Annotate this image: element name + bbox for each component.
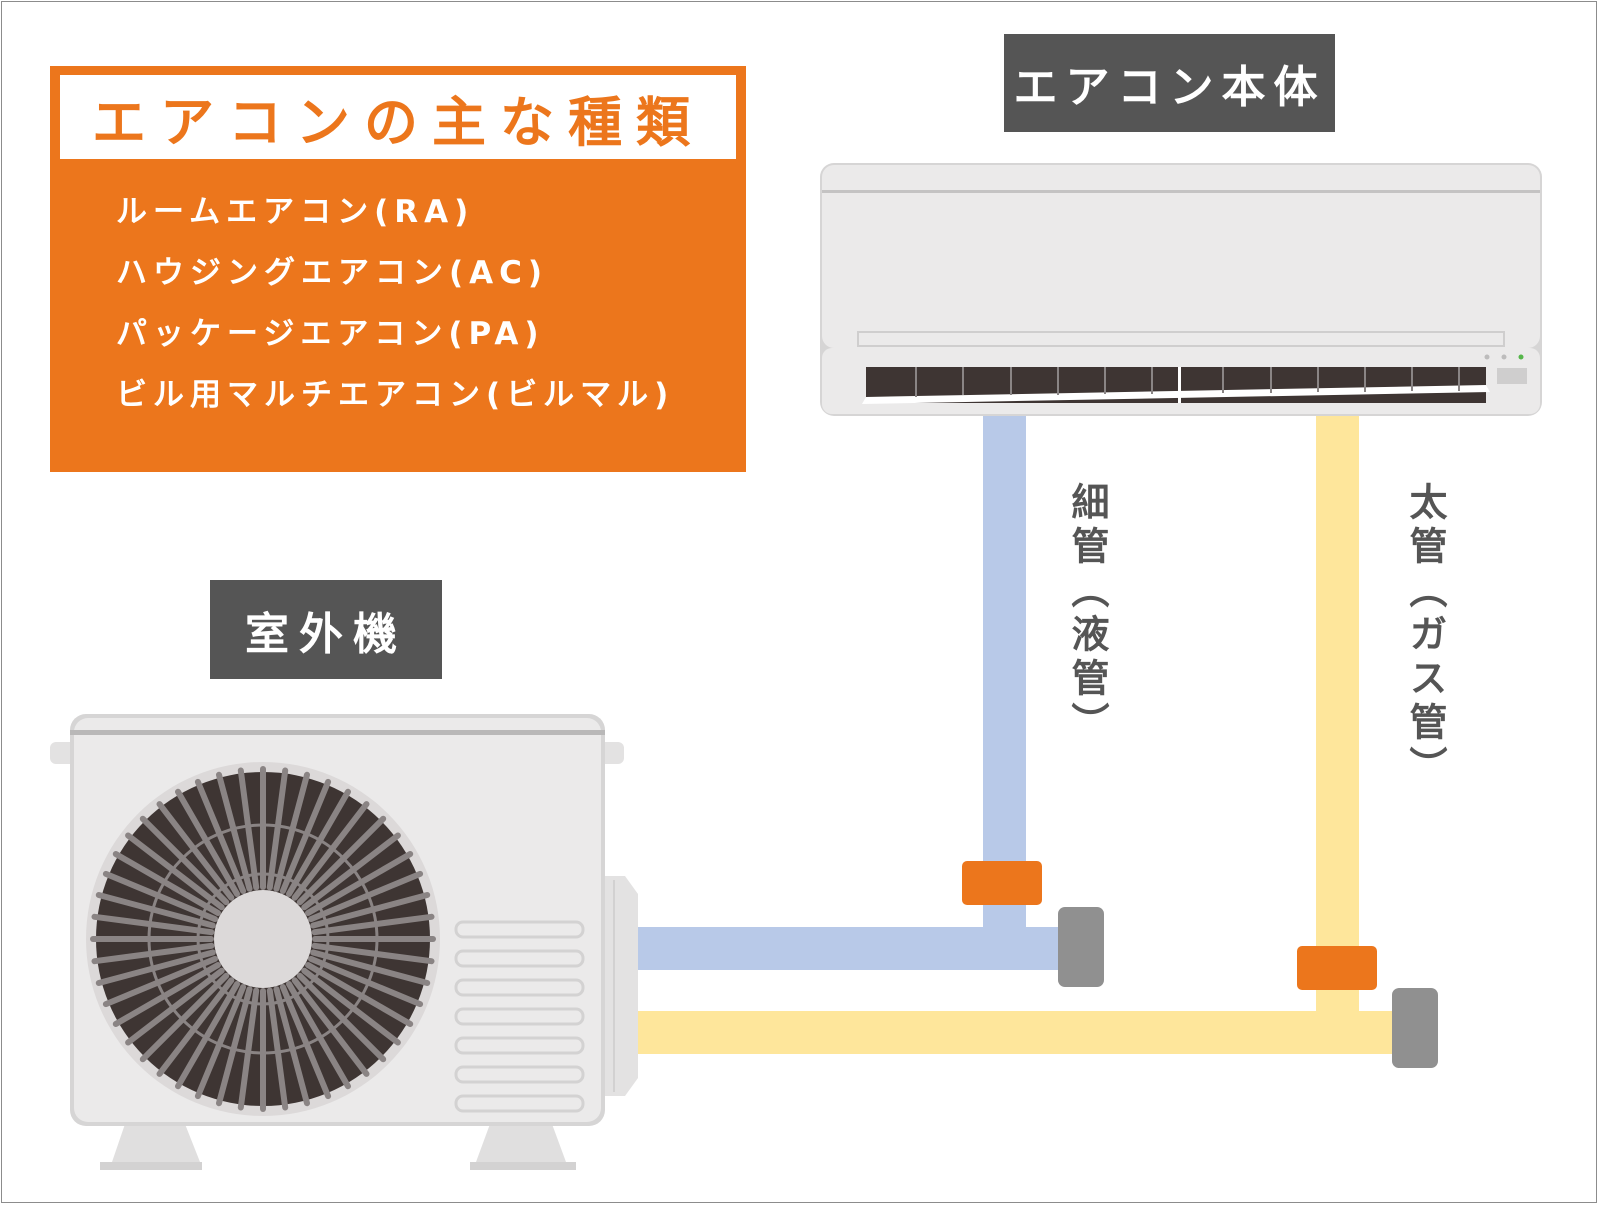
fan-spoke	[156, 801, 235, 901]
fan-spoke	[301, 967, 401, 1046]
fan-spoke	[286, 788, 351, 897]
fan-spoke	[237, 767, 260, 891]
indoor-unit-label: エアコン本体	[1004, 34, 1335, 132]
fan-spoke	[291, 801, 370, 901]
types-title-box: エアコンの主な種類	[60, 75, 736, 159]
fan-spoke	[91, 942, 215, 965]
fan-spoke	[305, 962, 414, 1027]
fan-spoke	[311, 913, 435, 936]
fan-spoke	[91, 913, 215, 936]
louver-ticks	[915, 367, 1460, 403]
thick-pipe-fitting	[1297, 946, 1377, 990]
fan-spoke	[308, 955, 424, 1008]
indoor-air-conditioner-icon	[820, 163, 1542, 416]
types-list: ルームエアコン(RA) ハウジングエアコン(AC) パッケージエアコン(PA) …	[116, 192, 674, 436]
fan-spoke	[301, 832, 401, 911]
outdoor-unit-icon	[50, 714, 638, 1170]
fan-spoke	[266, 987, 289, 1111]
thick-pipe-label: 太管（ガス管）	[1403, 482, 1447, 790]
list-item: ルームエアコン(RA)	[116, 194, 475, 230]
fan-spoke	[311, 942, 435, 965]
fan-spoke	[139, 972, 230, 1063]
list-item: パッケージエアコン(PA)	[116, 316, 545, 352]
fan-spoke	[125, 832, 225, 911]
fan-spoke	[305, 851, 414, 916]
fan-spoke	[308, 870, 424, 923]
valve-icon	[1058, 907, 1104, 987]
thin-pipe	[636, 410, 1070, 970]
list-item: ビル用マルチエアコン(ビルマル)	[116, 377, 675, 413]
fan-spoke	[175, 981, 240, 1090]
fan-spoke	[291, 977, 370, 1077]
fan-spoke	[194, 984, 247, 1100]
fan-spoke	[102, 870, 218, 923]
fan-spoke	[216, 986, 253, 1107]
fan-spoke	[273, 986, 310, 1107]
fan-spoke	[112, 851, 221, 916]
fan-spoke	[156, 977, 235, 1077]
fan-spoke	[95, 949, 216, 986]
fan-spoke	[266, 767, 289, 891]
outdoor-unit-label: 室外機	[210, 580, 442, 679]
fan-spoke	[139, 815, 230, 906]
fan-spoke	[286, 981, 351, 1090]
fan-spoke	[296, 815, 387, 906]
aircon-types-panel: エアコンの主な種類 ルームエアコン(RA) ハウジングエアコン(AC) パッケー…	[50, 66, 746, 472]
fan-spoke	[310, 949, 431, 986]
fan-spoke	[237, 987, 260, 1111]
fan-spoke	[310, 892, 431, 929]
fan-spoke	[194, 778, 247, 894]
fan-spoke	[125, 967, 225, 1046]
fan-spoke	[102, 955, 218, 1008]
list-item: ハウジングエアコン(AC)	[116, 255, 549, 291]
fan-spoke	[112, 962, 221, 1027]
thin-pipe-label: 細管（液管）	[1065, 482, 1109, 746]
types-title: エアコンの主な種類	[92, 90, 704, 154]
fan-spoke	[216, 771, 253, 892]
valve-icon	[1392, 988, 1438, 1068]
fan-spoke	[175, 788, 240, 897]
fan-grille-icon	[86, 762, 440, 1116]
vent-slots	[454, 920, 585, 1113]
thin-pipe-fitting	[962, 861, 1042, 905]
fan-spoke	[296, 972, 387, 1063]
fan-spoke	[95, 892, 216, 929]
fan-spoke	[279, 778, 332, 894]
fan-spoke	[273, 771, 310, 892]
fan-spoke	[279, 984, 332, 1100]
fan-spokes	[90, 766, 436, 1112]
